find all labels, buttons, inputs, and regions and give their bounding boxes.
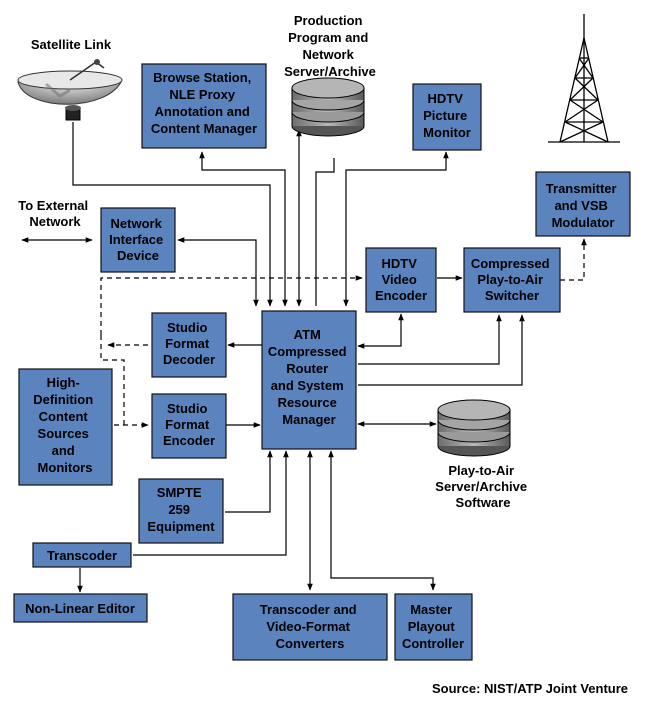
external-network-label: To External Network	[18, 198, 91, 229]
transcoder-box: Transcoder	[32, 542, 132, 568]
master-playout-box: Master Playout Controller	[394, 593, 473, 661]
smpte-equipment-label: SMPTE 259 Equipment	[147, 485, 215, 534]
transmitter-box: Transmitter and VSB Modulator	[535, 171, 631, 237]
atm-router-box: ATM Compressed Router and System Resourc…	[261, 310, 357, 450]
smpte-equipment-box: SMPTE 259 Equipment	[138, 478, 224, 544]
hd-content-sources-box: High- Definition Content Sources and Mon…	[18, 368, 113, 486]
play-to-air-database-icon	[437, 399, 511, 457]
connectors	[21, 122, 587, 593]
source-credit: Source: NIST/ATP Joint Venture	[432, 681, 628, 696]
atm-router-label: ATM Compressed Router and System Resourc…	[268, 327, 350, 427]
converters-label: Transcoder and Video-Format Converters	[260, 602, 360, 651]
satellite-dish-icon	[17, 59, 123, 121]
database-stack-icon	[291, 77, 365, 137]
studio-format-decoder-box: Studio Format Decoder	[151, 312, 227, 378]
transmission-tower-icon	[548, 14, 620, 143]
hdtv-monitor-label: HDTV Picture Monitor	[423, 91, 471, 140]
browse-station-box: Browse Station, NLE Proxy Annotation and…	[141, 63, 267, 149]
hdtv-video-encoder-label: HDTV Video Encoder	[375, 256, 427, 303]
network-interface-box: Network Interface Device	[100, 207, 176, 273]
play-to-air-switcher-label: Compressed Play-to-Air Switcher	[471, 256, 553, 303]
non-linear-editor-box: Non-Linear Editor	[13, 593, 148, 623]
browse-station-label: Browse Station, NLE Proxy Annotation and…	[151, 70, 257, 136]
master-playout-label: Master Playout Controller	[402, 602, 464, 651]
satellite-link-label: Satellite Link	[31, 37, 112, 52]
studio-format-encoder-box: Studio Format Encoder	[151, 393, 227, 459]
network-interface-label: Network Interface Device	[109, 216, 167, 263]
studio-format-encoder-label: Studio Format Encoder	[163, 401, 215, 448]
transcoder-label: Transcoder	[47, 548, 117, 563]
play-to-air-server-label: Play-to-Air Server/Archive Software	[435, 463, 530, 510]
hd-content-sources-label: High- Definition Content Sources and Mon…	[33, 375, 97, 475]
transmitter-label: Transmitter and VSB Modulator	[546, 181, 620, 230]
non-linear-editor-label: Non-Linear Editor	[25, 601, 135, 616]
play-to-air-switcher-box: Compressed Play-to-Air Switcher	[463, 247, 561, 313]
studio-format-decoder-label: Studio Format Decoder	[163, 320, 215, 367]
hdtv-video-encoder-box: HDTV Video Encoder	[365, 247, 437, 313]
hdtv-monitor-box: HDTV Picture Monitor	[412, 83, 482, 151]
converters-box: Transcoder and Video-Format Converters	[232, 593, 388, 661]
production-server-label: Production Program and Network Server/Ar…	[284, 13, 376, 79]
